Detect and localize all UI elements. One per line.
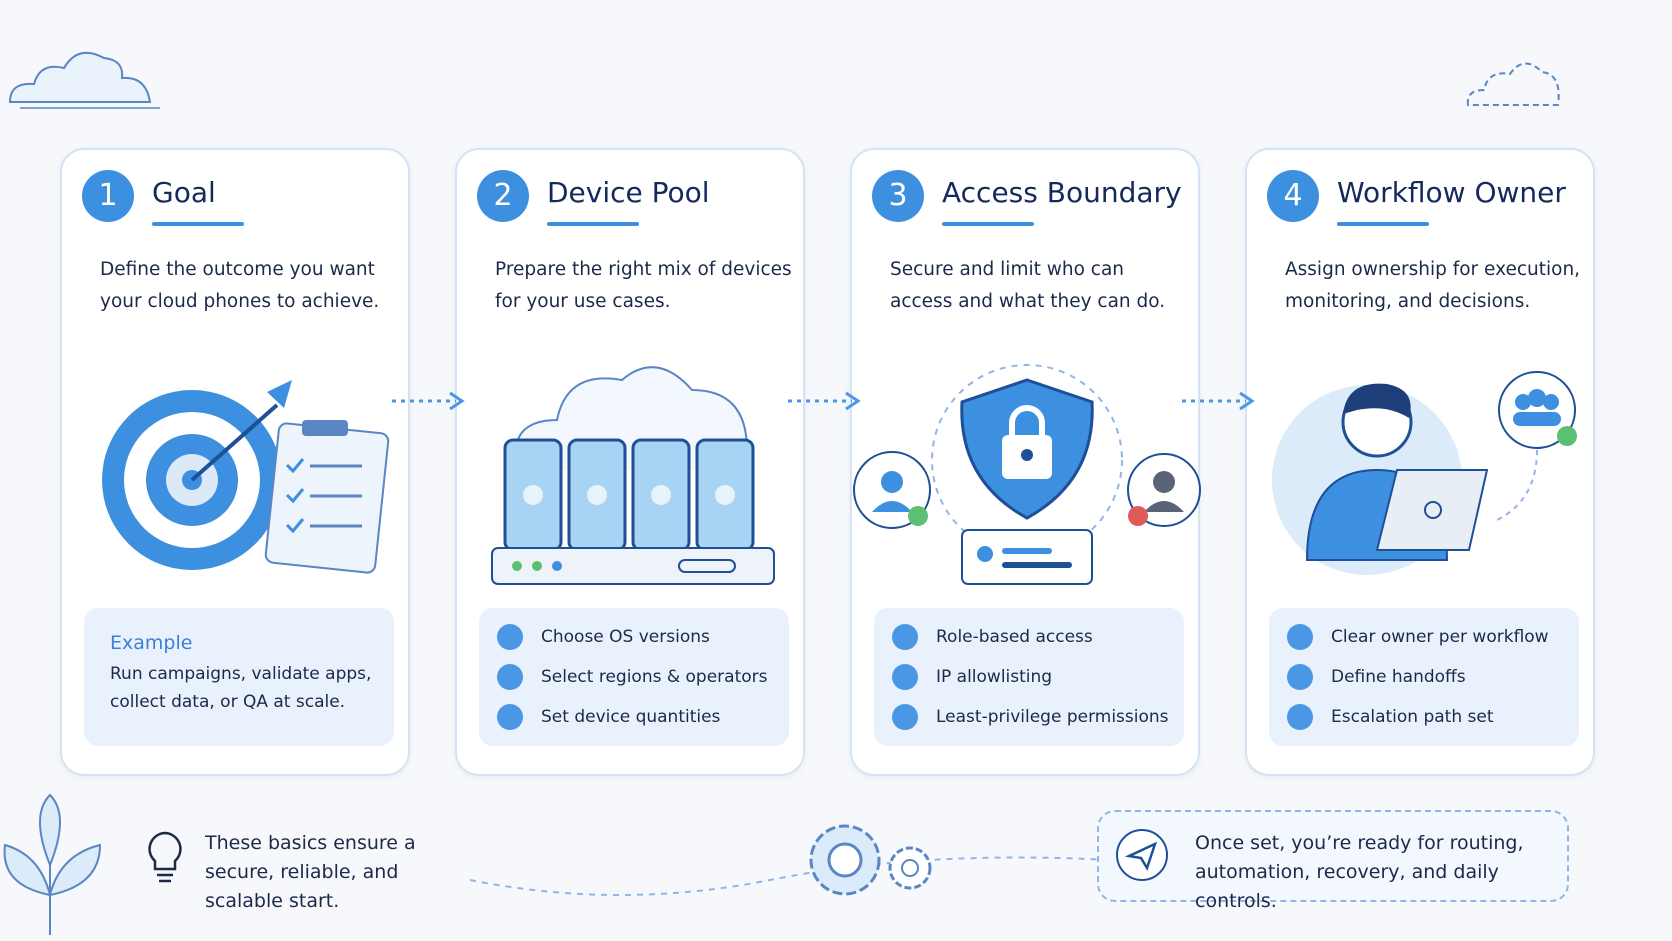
footer-left-note: These basics ensure a secure, reliable, … [205, 832, 416, 912]
step-description: Prepare the right mix of devices for you… [495, 259, 792, 312]
step-title: Device Pool [547, 176, 710, 209]
check-icon [497, 704, 523, 730]
step-number-badge: 3 [872, 170, 924, 222]
checklist-item: Choose OS versions [497, 622, 710, 652]
step-card-access-boundary: 3 Access Boundary Secure and limit who c… [850, 148, 1201, 776]
title-underline [1337, 222, 1429, 226]
example-text: Run campaigns, validate apps, collect da… [110, 664, 372, 712]
check-icon [892, 624, 918, 650]
checklist-panel: Clear owner per workflow Define handoffs… [1269, 608, 1579, 746]
checklist-item: Role-based access [892, 622, 1093, 652]
check-icon [1287, 664, 1313, 690]
id-card-icon [961, 529, 1093, 585]
title-underline [942, 222, 1034, 226]
check-icon [497, 664, 523, 690]
check-icon [892, 704, 918, 730]
leaf-icon [3, 793, 102, 935]
checklist-item: Select regions & operators [497, 662, 768, 692]
step-description: Secure and limit who can access and what… [890, 259, 1166, 312]
title-underline [152, 222, 244, 226]
check-icon [892, 664, 918, 690]
checklist-item: IP allowlisting [892, 662, 1052, 692]
example-label: Example [110, 632, 193, 654]
checklist-icon [264, 420, 390, 574]
step-card-device-pool: 2 Device Pool Prepare the right mix of d… [455, 148, 805, 776]
dashed-path [470, 856, 1110, 896]
footer-right-note: Once set, you’re ready for routing, auto… [1195, 832, 1524, 912]
checklist-item: Set device quantities [497, 702, 720, 732]
footer-right-box [1097, 810, 1569, 902]
access-illustration [853, 364, 1201, 585]
target-icon [102, 380, 390, 574]
phone-icon [503, 438, 755, 552]
check-icon [1287, 704, 1313, 730]
lightbulb-icon [148, 831, 182, 883]
step-number-badge: 1 [82, 170, 134, 222]
team-icon [1498, 371, 1577, 449]
checklist-panel: Choose OS versions Select regions & oper… [479, 608, 789, 746]
arrow-icon [392, 391, 465, 411]
check-icon [497, 624, 523, 650]
step-description: Assign ownership for execution, monitori… [1285, 259, 1581, 312]
checklist-item: Least-privilege permissions [892, 702, 1169, 732]
cloud-icon-top-right [1466, 62, 1560, 106]
hacker-icon [1127, 453, 1201, 527]
step-description: Define the outcome you want your cloud p… [100, 259, 380, 312]
step-card-workflow-owner: 4 Workflow Owner Assign ownership for ex… [1245, 148, 1595, 776]
paper-plane-icon [1116, 829, 1168, 881]
step-title: Goal [152, 176, 216, 209]
person-laptop-icon [1272, 371, 1577, 575]
checklist-item: Escalation path set [1287, 702, 1494, 732]
checklist-item: Clear owner per workflow [1287, 622, 1549, 652]
step-title: Workflow Owner [1337, 176, 1566, 209]
step-number-badge: 4 [1267, 170, 1319, 222]
arrow-icon [788, 391, 861, 411]
step-title: Access Boundary [942, 176, 1182, 209]
checklist-panel: Role-based access IP allowlisting Least-… [874, 608, 1184, 746]
gear-icon [809, 824, 932, 896]
arrow-icon [1182, 391, 1255, 411]
user-icon [853, 451, 931, 529]
step-number-badge: 2 [477, 170, 529, 222]
checklist-item: Define handoffs [1287, 662, 1466, 692]
device-rack-illustration [491, 366, 775, 585]
cloud-icon-top-left [8, 51, 160, 109]
step-card-goal: 1 Goal Define the outcome you want your … [60, 148, 410, 776]
check-icon [1287, 624, 1313, 650]
example-panel: Example Run campaigns, validate apps, co… [84, 608, 394, 746]
title-underline [547, 222, 639, 226]
